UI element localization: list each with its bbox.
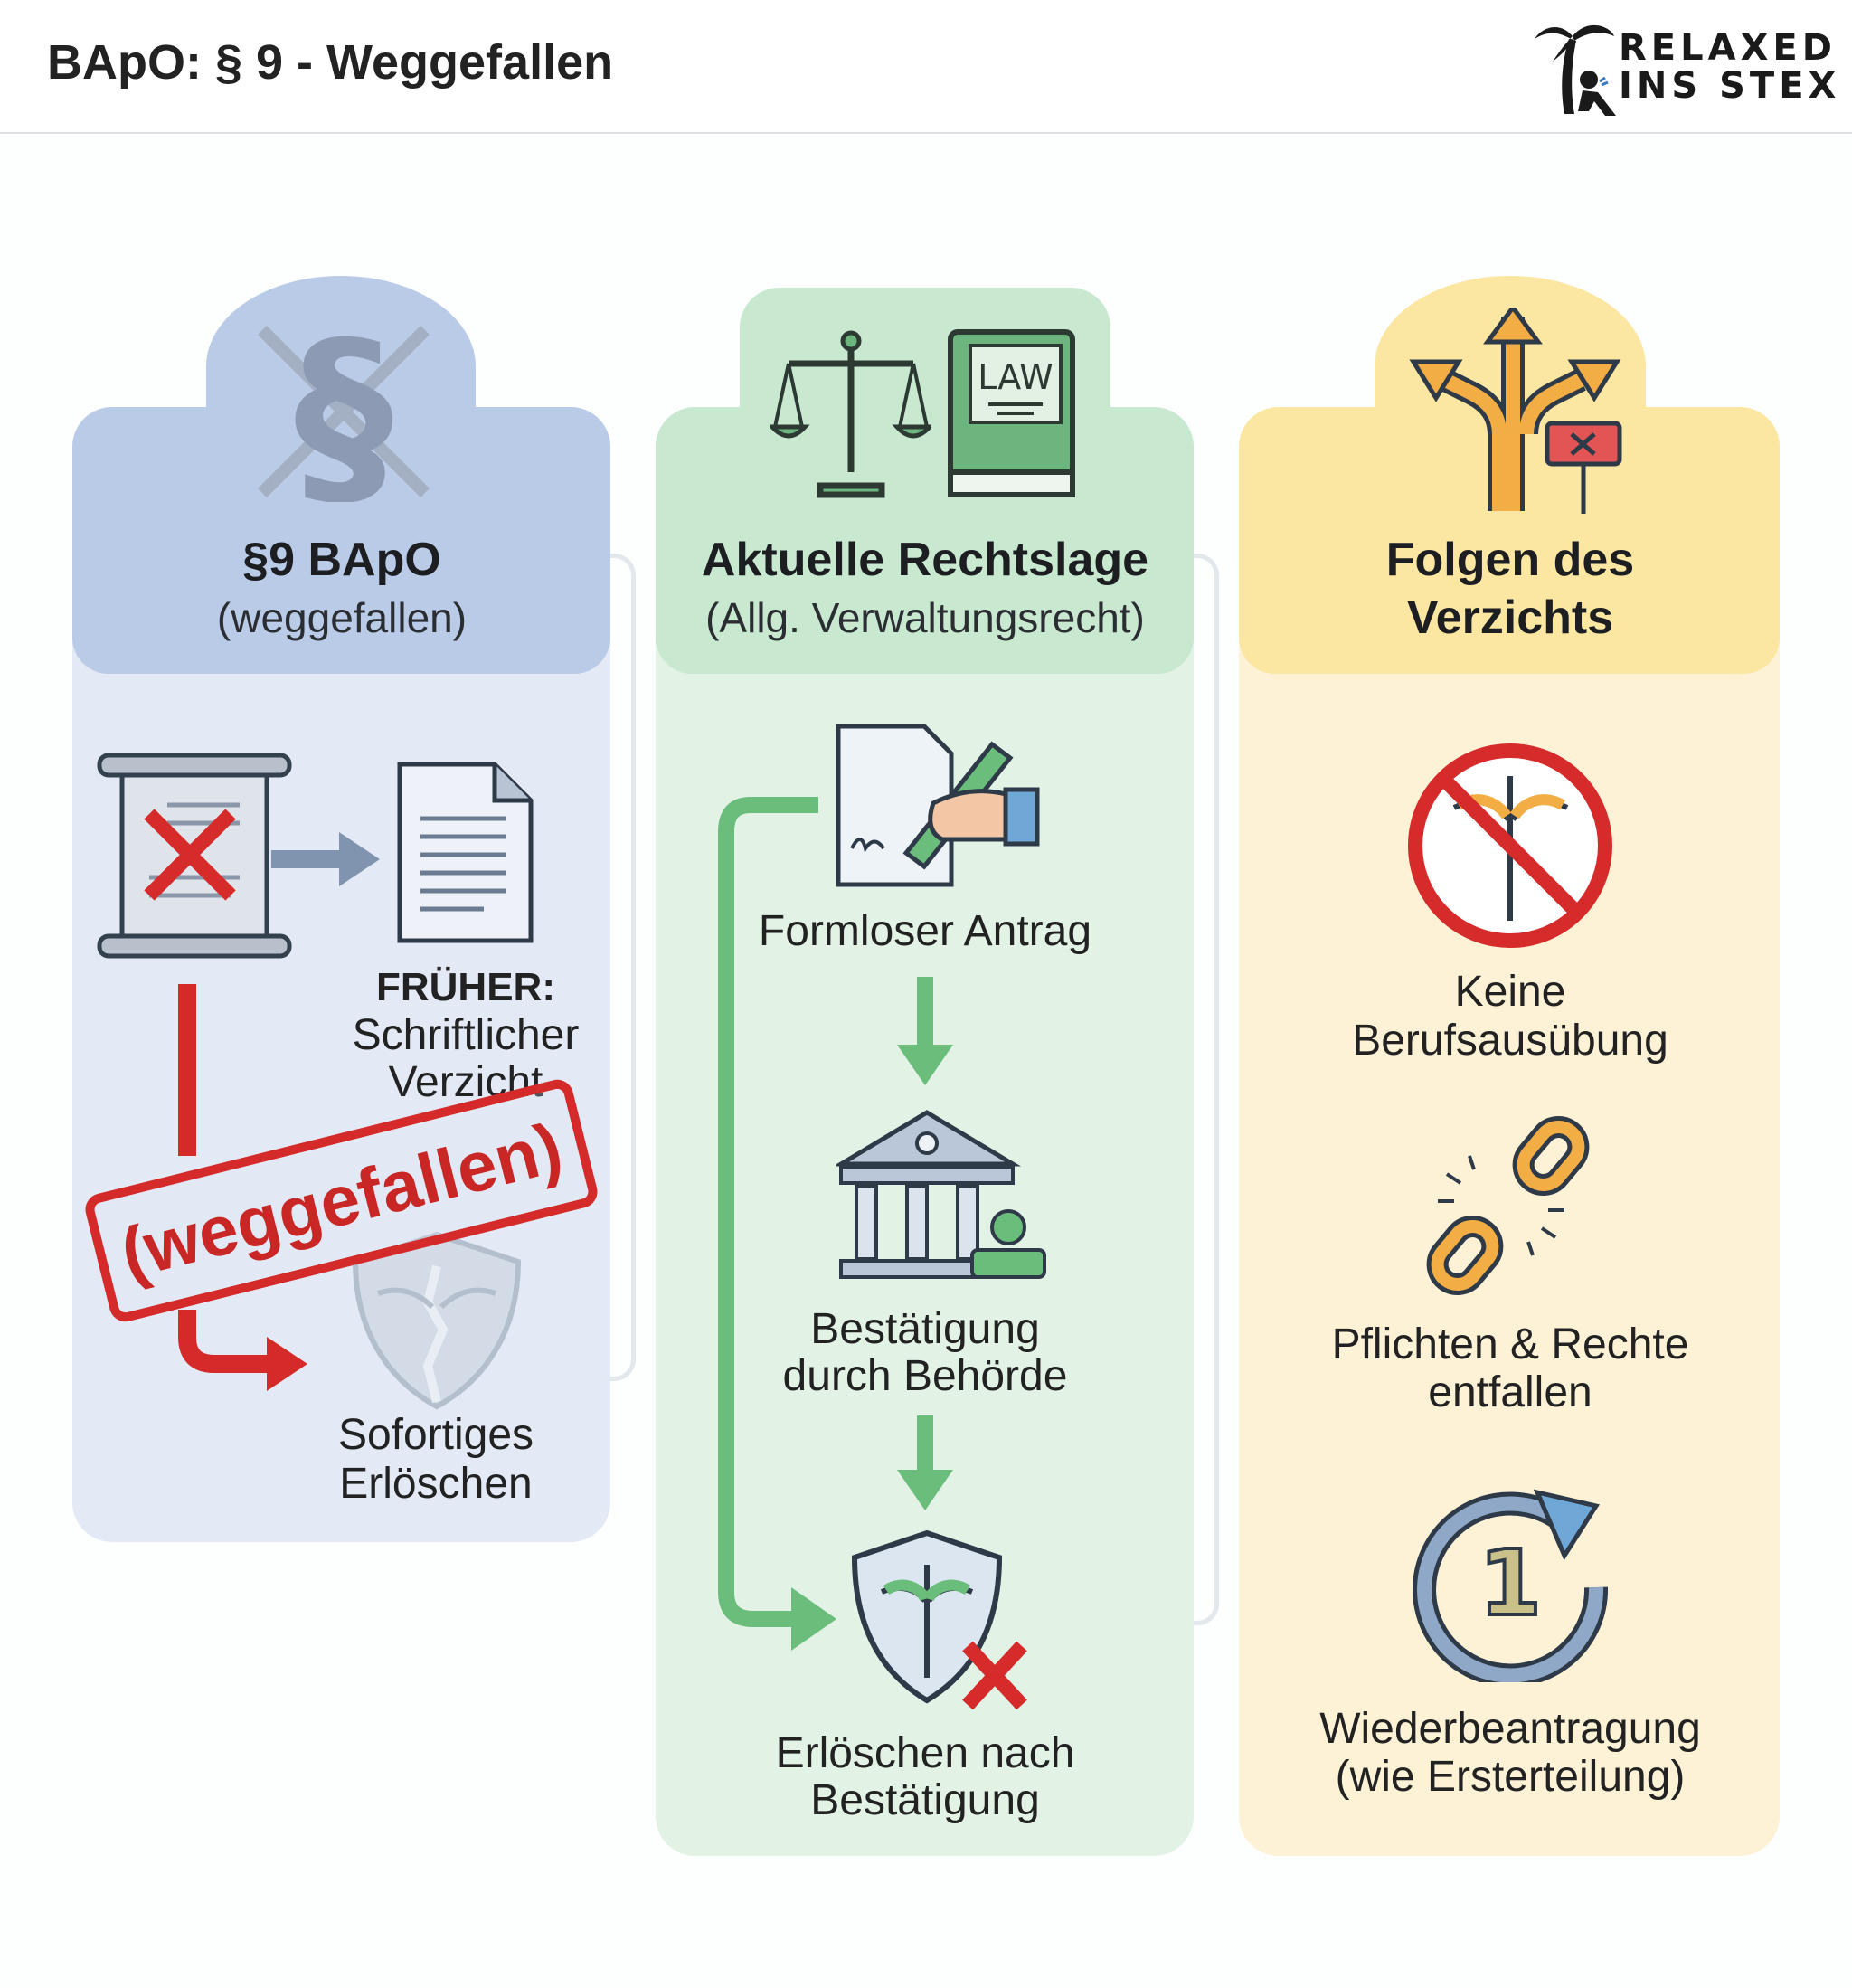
scales-of-justice-icon bbox=[770, 330, 931, 498]
result-text: Erlöschen bbox=[339, 1460, 533, 1508]
law-book-icon: LAW bbox=[948, 329, 1075, 497]
consequence-label: (wie Ersterteilung) bbox=[1335, 1753, 1686, 1801]
consequence-label: entfallen bbox=[1428, 1368, 1592, 1416]
column-header bbox=[656, 407, 1194, 674]
svg-text:1: 1 bbox=[1479, 1530, 1542, 1636]
earlier-text: Verzicht bbox=[388, 1058, 543, 1106]
step-label: Bestätigung bbox=[810, 1305, 1040, 1353]
crossed-scroll-icon bbox=[97, 753, 292, 959]
restart-icon: 1 bbox=[1413, 1489, 1609, 1682]
column-title: Folgen des bbox=[1385, 534, 1635, 586]
broken-caduceus-shield-icon bbox=[352, 1231, 522, 1410]
broken-chain-icon bbox=[1426, 1116, 1590, 1295]
consequence-label: Berufsausübung bbox=[1352, 1017, 1668, 1065]
connector-line bbox=[1194, 554, 1219, 1625]
step-label: Formloser Antrag bbox=[758, 907, 1092, 955]
caduceus-shield-x-icon bbox=[851, 1529, 1027, 1710]
result-text: Sofortiges bbox=[337, 1411, 534, 1459]
bypass-arrow-icon bbox=[718, 797, 836, 1651]
column-subtitle: (Allg. Verwaltungsrecht) bbox=[705, 594, 1145, 641]
arrow-down-icon bbox=[897, 977, 953, 1085]
column-subtitle: (weggefallen) bbox=[216, 594, 468, 641]
step-label: Erlöschen nach bbox=[775, 1729, 1075, 1777]
column-title: Aktuelle Rechtslage bbox=[701, 534, 1149, 586]
crossroads-arrows-icon bbox=[1409, 308, 1622, 514]
step-label: durch Behörde bbox=[782, 1352, 1068, 1400]
connector-line bbox=[610, 554, 636, 1381]
crossed-paragraph-icon: § bbox=[258, 321, 430, 502]
palm-tree-logo-icon bbox=[1535, 24, 1616, 116]
signing-document-icon bbox=[836, 724, 1040, 887]
column-title: §9 BApO bbox=[242, 534, 441, 586]
consequence-label: Wiederbeantragung bbox=[1319, 1705, 1701, 1753]
arrow-down-icon bbox=[897, 1415, 953, 1510]
header-bar: BApO: § 9 - Weggefallen bbox=[0, 0, 1852, 134]
consequence-label: Pflichten & Rechte bbox=[1331, 1321, 1689, 1368]
column-header bbox=[72, 407, 610, 674]
earlier-text: Schriftlicher bbox=[352, 1011, 580, 1059]
page-title: BApO: § 9 - Weggefallen bbox=[47, 35, 614, 90]
arrow-right-icon bbox=[271, 832, 380, 886]
consequence-label: Keine bbox=[1454, 968, 1566, 1016]
no-caduceus-icon bbox=[1408, 743, 1612, 948]
document-icon bbox=[397, 762, 534, 943]
book-label: LAW bbox=[978, 357, 1054, 397]
earlier-heading: FRÜHER: bbox=[376, 965, 555, 1009]
red-arrow-icon bbox=[178, 984, 307, 1391]
column-title: Verzichts bbox=[1406, 592, 1614, 644]
step-label: Bestätigung bbox=[810, 1776, 1040, 1824]
svg-text:§: § bbox=[294, 321, 393, 502]
authority-building-icon bbox=[836, 1110, 1046, 1279]
